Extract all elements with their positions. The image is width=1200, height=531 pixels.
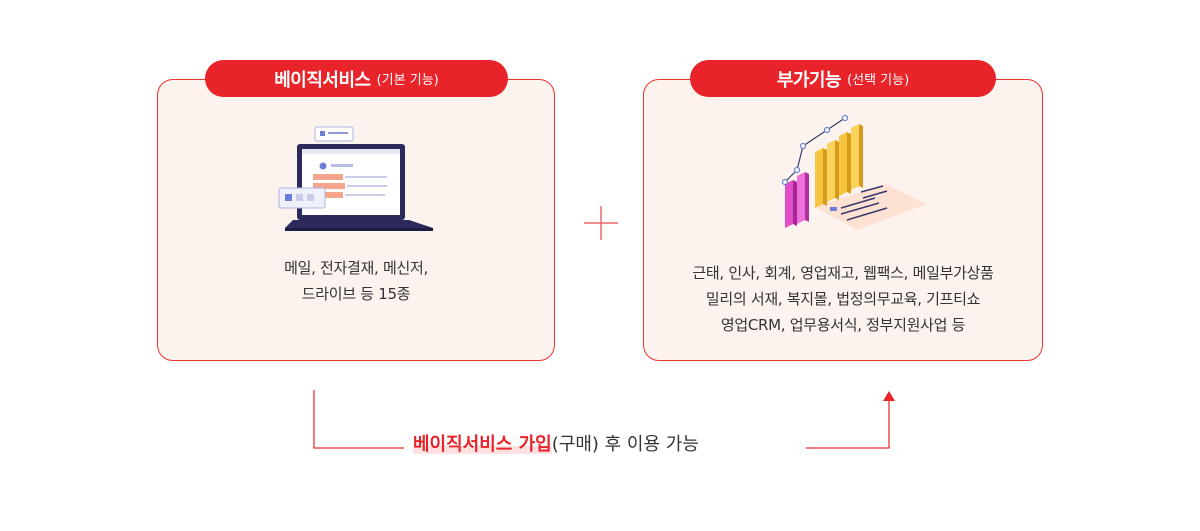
flow-rest-text: (구매) 후 이용 가능 <box>551 434 699 455</box>
description-line: 메일, 전자결재, 메신저, <box>284 259 428 277</box>
flow-highlight-text: 베이직서비스 가입 <box>413 434 552 455</box>
plus-icon <box>584 206 618 240</box>
flow-label: 베이직서비스 가입(구매) 후 이용 가능 <box>413 430 699 456</box>
description-line: 근태, 인사, 회계, 영업재고, 웹팩스, 메일부가상품 <box>692 264 994 282</box>
bar-chart-icon <box>781 114 927 230</box>
addon-feature-subtitle: (선택 기능) <box>847 73 910 88</box>
laptop-icon <box>278 126 433 231</box>
basic-service-subtitle: (기본 기능) <box>376 73 439 88</box>
basic-service-title: 베이직서비스 <box>274 69 371 91</box>
description-line: 영업CRM, 업무용서식, 정부지원사업 등 <box>720 316 966 334</box>
description-line: 드라이브 등 15종 <box>301 285 411 303</box>
description-line: 밀리의 서재, 복지몰, 법정의무교육, 기프티쇼 <box>705 290 981 308</box>
addon-feature-description: 근태, 인사, 회계, 영업재고, 웹팩스, 메일부가상품 밀리의 서재, 복지… <box>643 260 1043 338</box>
basic-service-badge: 베이직서비스 (기본 기능) <box>205 60 508 97</box>
basic-service-description: 메일, 전자결재, 메신저, 드라이브 등 15종 <box>157 255 555 307</box>
arrow-up-icon <box>883 391 895 401</box>
addon-feature-title: 부가기능 <box>776 69 842 91</box>
addon-feature-badge: 부가기능 (선택 기능) <box>690 60 996 97</box>
